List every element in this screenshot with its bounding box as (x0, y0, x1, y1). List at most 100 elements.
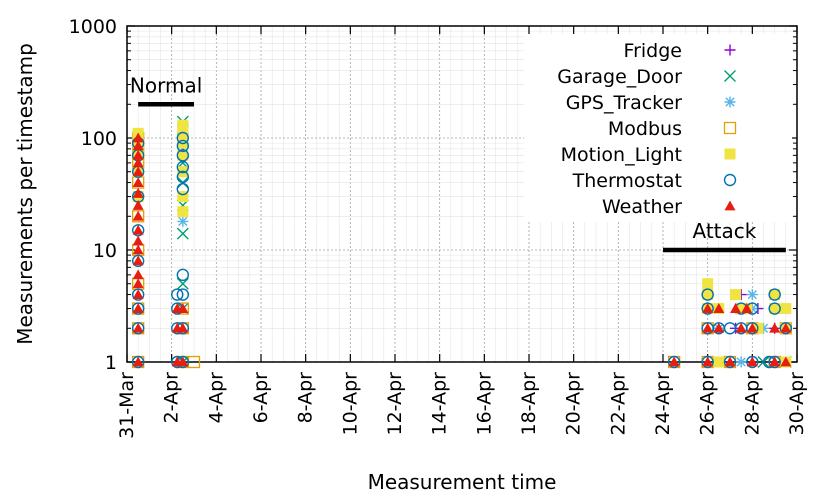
data-point (746, 322, 758, 333)
x-tick-label: 4-Apr (205, 372, 227, 424)
data-point (177, 127, 189, 139)
data-point (769, 322, 781, 333)
legend: FridgeGarage_DoorGPS_TrackerModbusMotion… (524, 34, 792, 222)
data-point (702, 278, 714, 290)
data-point (132, 187, 144, 198)
data-point (724, 356, 736, 367)
data-point (735, 303, 747, 315)
data-point (177, 303, 189, 313)
data-point (768, 288, 781, 301)
x-tick-label: 28-Apr (741, 372, 763, 436)
data-point (177, 215, 189, 227)
data-point (176, 182, 190, 196)
data-point (713, 356, 725, 368)
x-tick-label: 10-Apr (339, 372, 361, 436)
x-tick-label: 30-Apr (786, 372, 808, 436)
annotation-label: Normal (130, 73, 202, 97)
data-point (746, 356, 758, 367)
x-tick-label: 22-Apr (607, 372, 629, 436)
x-tick-label: 12-Apr (384, 372, 406, 436)
data-point (780, 356, 792, 367)
data-point (177, 322, 189, 333)
data-point (132, 140, 144, 151)
data-point (176, 288, 190, 301)
x-tick-label: 18-Apr (518, 372, 540, 436)
data-points (131, 115, 793, 369)
y-axis-title: Measurements per timestamp (13, 43, 37, 345)
data-point (746, 289, 758, 301)
legend-marker (724, 96, 736, 108)
legend-marker (724, 70, 736, 82)
legend-label: Modbus (608, 118, 682, 140)
data-point (176, 160, 190, 174)
x-tick-label: 24-Apr (652, 372, 674, 436)
annotation-label: Attack (692, 219, 756, 243)
legend-label: Motion_Light (561, 144, 682, 166)
data-point (702, 303, 714, 313)
data-point (176, 277, 189, 290)
data-point (735, 322, 747, 333)
data-point (177, 119, 189, 131)
data-point (132, 356, 144, 367)
data-point (769, 289, 781, 301)
data-point (132, 322, 144, 333)
y-tick-label: 1 (105, 352, 117, 374)
data-point (730, 289, 742, 301)
data-point (702, 356, 714, 367)
data-point (701, 288, 714, 301)
data-point (176, 131, 190, 145)
data-point (713, 303, 725, 313)
data-point (132, 303, 144, 313)
data-point (177, 191, 189, 203)
data-point (769, 356, 781, 367)
data-point (176, 139, 190, 153)
data-point (132, 132, 144, 143)
x-tick-label: 31-Mar (116, 372, 138, 439)
data-point (768, 302, 781, 315)
data-point (758, 322, 769, 334)
data-point (780, 322, 792, 333)
x-tick-label: 16-Apr (473, 372, 495, 436)
data-point (741, 303, 753, 313)
series-weather (132, 132, 792, 367)
legend-label: Thermostat (572, 170, 682, 192)
data-point (176, 227, 189, 240)
legend-marker (724, 44, 736, 56)
data-point (131, 254, 145, 268)
x-tick-label: 26-Apr (697, 372, 719, 436)
x-tick-label: 8-Apr (295, 372, 317, 424)
legend-box (524, 34, 792, 222)
data-point (171, 288, 184, 301)
legend-marker (723, 121, 737, 135)
data-point (176, 170, 190, 184)
data-point (132, 289, 144, 299)
data-point (668, 356, 680, 367)
x-axis-title: Measurement time (368, 470, 557, 494)
y-tick-label: 100 (81, 128, 117, 150)
plot-frame (126, 25, 798, 363)
legend-label: GPS_Tracker (566, 92, 682, 114)
data-point (132, 210, 144, 221)
data-point (769, 303, 781, 315)
data-point (780, 303, 792, 315)
data-point (132, 224, 144, 235)
data-point (132, 177, 144, 187)
data-point (132, 157, 144, 168)
data-point (177, 206, 189, 218)
y-tick-label: 10 (93, 240, 117, 262)
data-point (132, 166, 144, 177)
y-tick-label: 1000 (69, 16, 117, 38)
x-tick-label: 20-Apr (563, 372, 585, 436)
legend-marker (724, 148, 736, 160)
data-point (132, 255, 144, 266)
data-point (132, 278, 144, 289)
data-point (132, 199, 144, 210)
data-point (702, 322, 714, 333)
data-point (176, 149, 190, 162)
legend-marker (723, 173, 737, 187)
data-point (176, 268, 190, 282)
data-point (177, 149, 189, 161)
